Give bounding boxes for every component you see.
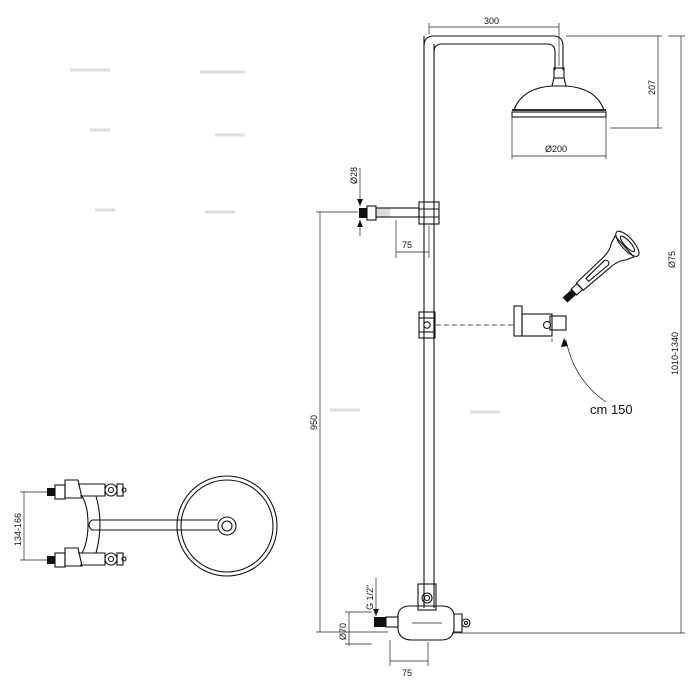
inlet-depth-label: 75 bbox=[402, 668, 412, 678]
sliding-holder bbox=[418, 311, 514, 339]
overall-height-label: 1010-1340 bbox=[670, 332, 680, 375]
dimension-arm-length: 300 bbox=[428, 16, 560, 66]
hose-length-label: cm 150 bbox=[590, 402, 633, 417]
head-height-label: 207 bbox=[647, 80, 657, 95]
dimension-inlet-diameter: Ø70 bbox=[338, 611, 372, 646]
dimension-head-diameter: Ø200 bbox=[512, 144, 606, 157]
wall-line: 950 bbox=[309, 211, 388, 633]
dimension-inlet-thread: G 1/2" bbox=[365, 578, 379, 616]
mixer-top-view bbox=[47, 475, 278, 577]
faint-background-marks bbox=[70, 68, 500, 414]
center-distance-label: 134-166 bbox=[13, 513, 23, 546]
wall-bracket bbox=[513, 305, 567, 342]
riser-pipe bbox=[423, 36, 435, 608]
wall-support bbox=[359, 201, 440, 225]
shower-head bbox=[511, 67, 607, 159]
support-depth-label: 75 bbox=[402, 240, 412, 250]
dimension-overall-height: 1010-1340 bbox=[452, 35, 685, 634]
hose-callout: cm 150 bbox=[561, 338, 633, 417]
dimension-support-depth: 75 bbox=[395, 220, 430, 258]
shower-arm bbox=[423, 35, 564, 70]
dimension-support-diameter: Ø28 bbox=[349, 167, 363, 236]
inlet-thread-label: G 1/2" bbox=[365, 585, 375, 610]
hand-shower-diameter-label: Ø75 bbox=[667, 251, 677, 268]
arm-length-label: 300 bbox=[484, 16, 499, 26]
dimension-inlet-depth: 75 bbox=[389, 640, 429, 678]
hand-shower: Ø75 bbox=[562, 230, 677, 303]
support-diameter-label: Ø28 bbox=[349, 167, 359, 184]
riser-height-label: 950 bbox=[309, 415, 319, 430]
dimension-head-height: 207 bbox=[566, 35, 662, 129]
dimension-center-distance: 134-166 bbox=[13, 491, 47, 561]
diverter-mixer bbox=[374, 583, 471, 641]
head-diameter-label: Ø200 bbox=[545, 144, 567, 154]
inlet-diameter-label: Ø70 bbox=[338, 623, 348, 640]
